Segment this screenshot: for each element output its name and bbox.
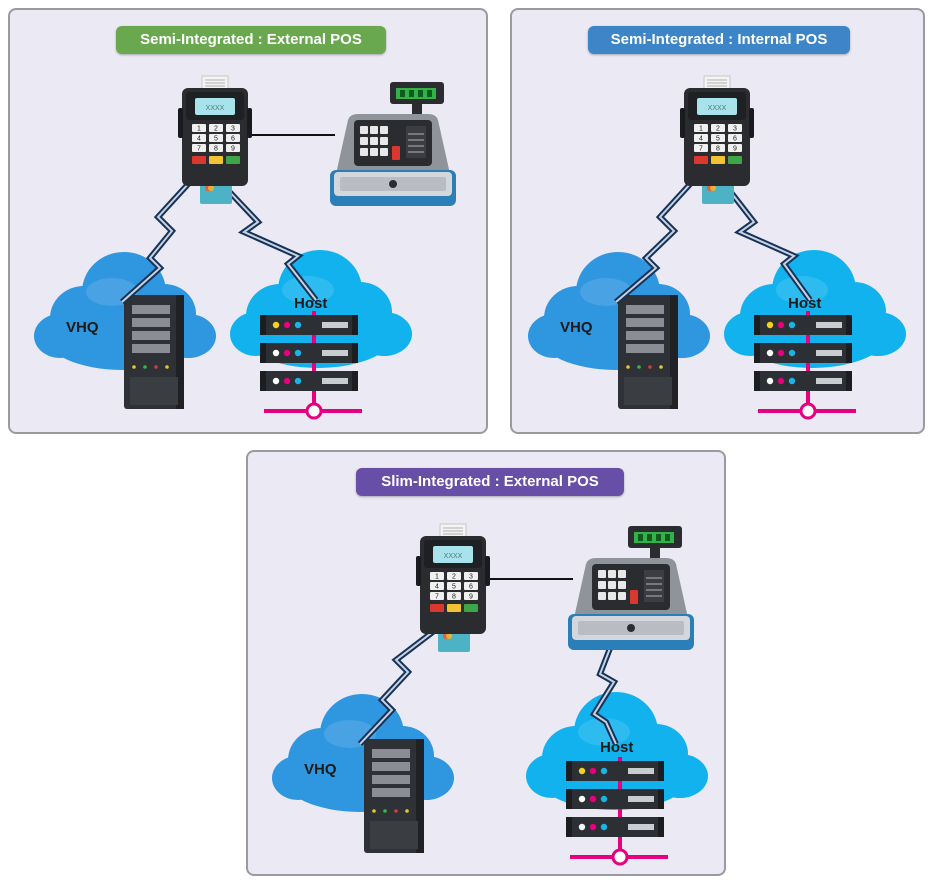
keypad-key: 7 [435, 594, 439, 601]
keypad-key: 5 [214, 136, 218, 143]
keypad-key: 2 [214, 126, 218, 133]
payment-terminal-icon: XXXX 1 2 3 4 5 6 7 8 9 [680, 75, 754, 204]
panel-diagram: VHQ Host XXXX 1 2 3 4 5 6 7 8 9 [528, 75, 906, 420]
keypad-key: 7 [699, 146, 703, 153]
lightning-link-vhq [357, 625, 440, 747]
semi-integrated-external-pos-panel: Semi-Integrated : External POS VHQ Host … [8, 8, 488, 434]
host-label: Host [294, 295, 327, 312]
lightning-link-pos-host [589, 636, 619, 746]
panel-diagram: VHQ Host XXXX 1 2 3 4 5 6 7 8 9 [34, 75, 456, 420]
keypad-key: 8 [452, 594, 456, 601]
keypad-key: 5 [716, 136, 720, 143]
panel-title-badge: Semi-Integrated : Internal POS [588, 26, 850, 54]
keypad-key: 8 [716, 146, 720, 153]
keypad-key: 3 [469, 574, 473, 581]
cash-register-icon [330, 82, 456, 206]
keypad-key: 3 [231, 126, 235, 133]
semi-integrated-internal-pos-panel: Semi-Integrated : Internal POS VHQ Host … [510, 8, 925, 434]
keypad-key: 5 [452, 584, 456, 591]
lightning-link-vhq [614, 179, 695, 305]
vhq-label: VHQ [66, 319, 99, 336]
keypad-key: 6 [733, 136, 737, 143]
keypad-key: 9 [469, 594, 473, 601]
keypad-key: 9 [231, 146, 235, 153]
keypad-key: 1 [699, 126, 703, 133]
keypad-key: 4 [197, 136, 201, 143]
keypad-key: 3 [733, 126, 737, 133]
keypad-key: 1 [197, 126, 201, 133]
payment-terminal-icon: XXXX 1 2 3 4 5 6 7 8 9 [178, 75, 252, 204]
terminal-screen-text: XXXX [708, 105, 727, 112]
keypad-key: 4 [699, 136, 703, 143]
server-rack-icon [260, 311, 362, 420]
vhq-label: VHQ [304, 761, 337, 778]
keypad-key: 7 [197, 146, 201, 153]
keypad-key: 1 [435, 574, 439, 581]
keypad-key: 8 [214, 146, 218, 153]
lightning-link-host [221, 183, 319, 302]
panel-title-badge: Semi-Integrated : External POS [116, 26, 386, 54]
keypad-key: 6 [231, 136, 235, 143]
server-rack-icon [754, 311, 856, 420]
server-tower-icon [124, 295, 184, 409]
terminal-screen-text: XXXX [444, 553, 463, 560]
lightning-link-vhq [119, 179, 193, 305]
slim-integrated-external-pos-panel: Slim-Integrated : External POS VHQ Host … [246, 450, 726, 876]
server-tower-icon [364, 739, 424, 853]
host-label: Host [788, 295, 821, 312]
panel-diagram: VHQ Host XXXX 1 2 3 4 5 6 7 8 9 [272, 523, 708, 866]
vhq-label: VHQ [560, 319, 593, 336]
keypad-key: 2 [716, 126, 720, 133]
panel-title-badge: Slim-Integrated : External POS [356, 468, 624, 496]
keypad-key: 4 [435, 584, 439, 591]
vhq-cloud-icon [272, 694, 454, 812]
lightning-link-host [723, 184, 813, 302]
server-tower-icon [618, 295, 678, 409]
host-label: Host [600, 739, 633, 756]
keypad-key: 2 [452, 574, 456, 581]
keypad-key: 6 [469, 584, 473, 591]
cash-register-icon [568, 526, 694, 650]
server-rack-icon [566, 757, 668, 866]
payment-terminal-icon: XXXX 1 2 3 4 5 6 7 8 9 [416, 523, 490, 652]
keypad-key: 9 [733, 146, 737, 153]
terminal-screen-text: XXXX [206, 105, 225, 112]
